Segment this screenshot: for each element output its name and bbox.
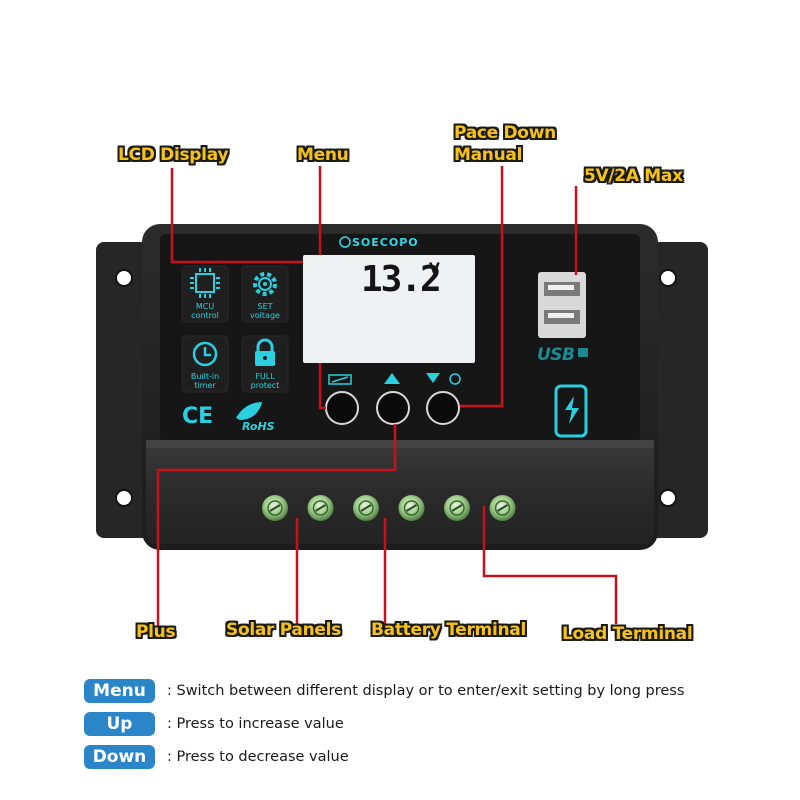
usb-port — [538, 272, 586, 338]
leader-lcd-display — [170, 168, 306, 264]
legend-key-menu: Menu — [84, 679, 155, 703]
screw-terminal-ring — [312, 500, 329, 516]
feature-label-line1: MCU — [195, 302, 215, 311]
menu-button-symbol-icon — [328, 374, 352, 385]
feature-label-line2: timer — [194, 381, 216, 390]
screw-slot-icon — [496, 504, 509, 512]
menu-button — [325, 391, 359, 425]
mount-flange-right — [648, 242, 708, 538]
legend-desc-down: : Press to decrease value — [167, 749, 349, 765]
leader-pace-down — [460, 166, 504, 408]
screw-terminal — [444, 495, 470, 521]
brand-name: SOECOPO — [352, 236, 419, 249]
callout-solar-panels: Solar Panels — [226, 620, 341, 640]
screw-terminal — [489, 495, 516, 521]
callout-lcd-display: LCD Display — [118, 145, 229, 165]
legend-desc-up: : Press to increase value — [167, 716, 344, 732]
feature-label-line2: voltage — [250, 311, 280, 320]
callout-plus: Plus — [136, 622, 176, 642]
callout-battery-terminal: Battery Terminal — [371, 620, 526, 640]
screw-slot-icon — [451, 504, 463, 512]
screw-terminal-ring — [403, 500, 420, 516]
terminal-block — [146, 440, 654, 544]
feature-label-line2: protect — [250, 381, 280, 390]
feature-label-line1: SET — [257, 302, 273, 311]
brand-logo-icon — [339, 236, 351, 248]
legend-key-up: Up — [84, 712, 155, 736]
phone-charging-icon — [554, 384, 588, 438]
screw-terminal-ring — [494, 500, 511, 516]
mount-hole-tr — [659, 269, 677, 287]
feature-label-line2: control — [191, 311, 219, 320]
screw-slot-icon — [314, 504, 327, 512]
screw-terminal-ring — [449, 500, 465, 516]
feature-label-mcu: MCU control — [182, 302, 228, 320]
gear-icon — [253, 272, 277, 296]
mount-flange-left — [96, 242, 156, 538]
usb-battery-icon — [578, 348, 588, 357]
screw-terminal — [262, 495, 288, 521]
leader-menu — [318, 166, 326, 410]
mount-hole-br — [659, 489, 677, 507]
screw-terminal-ring — [267, 500, 283, 516]
legend-key-down: Down — [84, 745, 155, 769]
clock-icon — [192, 341, 218, 367]
callout-pace-down-line1: Pace Down — [454, 123, 556, 143]
ce-mark: CE — [182, 404, 214, 429]
leader-lines — [156, 166, 618, 628]
screw-terminal — [307, 495, 334, 521]
down-button — [426, 391, 460, 425]
screw-terminal-ring — [358, 500, 374, 516]
feature-label-line1: Built-in — [190, 372, 220, 381]
down-button-symbol-icon — [426, 373, 461, 385]
feature-label-line1: FULL — [255, 372, 275, 381]
feature-label-timer: Built-in timer — [182, 372, 228, 390]
callout-usb-max: 5V/2A Max — [584, 166, 683, 186]
screw-slot-icon — [269, 504, 281, 512]
screw-terminal — [398, 495, 425, 521]
up-button-symbol-icon — [384, 373, 400, 384]
rohs-leaf-icon — [236, 402, 262, 420]
up-button — [376, 391, 410, 425]
mount-hole-bl — [115, 489, 133, 507]
leader-plus — [156, 424, 397, 628]
mount-hole-tl — [115, 269, 133, 287]
rohs-mark: RoHS — [242, 420, 275, 433]
screw-slot-icon — [405, 504, 418, 512]
callout-load-terminal: Load Terminal — [562, 624, 693, 644]
chip-icon — [190, 268, 220, 298]
lock-icon — [255, 338, 275, 366]
screw-terminal — [353, 495, 379, 521]
callout-pace-down-line2: Manual — [454, 145, 523, 165]
terminal-row — [262, 495, 516, 521]
legend-desc-menu: : Switch between different display or to… — [167, 683, 685, 699]
usb-logo: USB — [537, 345, 575, 365]
callout-menu: Menu — [297, 145, 349, 165]
screw-slot-icon — [360, 504, 372, 512]
lcd-voltage-unit: V — [429, 261, 440, 277]
leader-load — [482, 506, 618, 624]
lcd-display: 13.2 V — [303, 255, 475, 363]
feature-label-protect: FULL protect — [242, 372, 288, 390]
feature-label-set: SET voltage — [242, 302, 288, 320]
lcd-voltage-reading: 13.2 — [361, 259, 442, 300]
